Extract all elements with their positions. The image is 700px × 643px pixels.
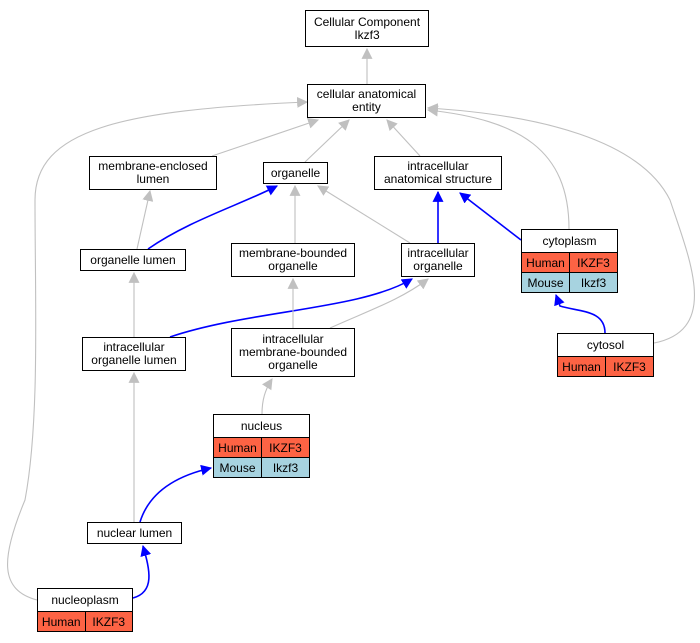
gene-symbol: IKZF3 [605,357,653,376]
node-label: nucleoplasm [51,592,119,607]
gene-symbol: Ikzf3 [569,273,617,292]
edge-organelle-to-cellular-anatomical-entity [304,119,350,163]
node-cellular-component[interactable]: Cellular Component Ikzf3 [305,10,429,47]
edge-organelle-lumen-to-organelle [147,185,278,250]
gene-symbol: Ikzf3 [261,458,309,477]
node-nuclear-lumen[interactable]: nuclear lumen [87,522,182,544]
node-intracellular-anatomical-structure[interactable]: intracellular anatomical structure [374,156,502,190]
species-row-mouse: Mouse Ikzf3 [214,457,309,477]
gene-symbol: IKZF3 [569,253,617,272]
species-name: Mouse [219,460,256,475]
species-name: Human [218,440,257,455]
node-label: intracellular membrane-bounded organelle [238,332,348,372]
edge-cytoplasm-to-intracellular-anatomical-structure [459,192,522,241]
edge-intracellular-membrane-bounded-organelle-to-intracellular-organelle [329,278,429,329]
node-label: intracellular anatomical structure [383,159,493,186]
node-organelle-lumen[interactable]: organelle lumen [80,249,186,271]
gene-symbol: IKZF3 [84,612,133,631]
node-label: organelle lumen [90,252,176,267]
node-intracellular-organelle-lumen[interactable]: intracellular organelle lumen [82,337,186,371]
node-intracellular-membrane-bounded-organelle[interactable]: intracellular membrane-bounded organelle [231,328,355,377]
node-label: membrane-bounded organelle [238,246,348,273]
node-label: cellular anatomical entity [316,87,417,114]
edge-organelle-lumen-to-membrane-enclosed-lumen [136,189,154,250]
edge-nucleus-to-intracellular-membrane-bounded-organelle [261,378,273,415]
species-name: Human [562,359,601,374]
node-label: Cellular Component Ikzf3 [313,14,421,42]
species-name: Mouse [527,275,564,290]
edge-intracellular-anatomical-structure-to-cellular-anatomical-entity [386,119,421,157]
node-label: intracellular organelle lumen [91,340,177,367]
node-intracellular-organelle[interactable]: intracellular organelle [401,243,475,277]
node-membrane-bounded-organelle[interactable]: membrane-bounded organelle [231,243,355,277]
edge-cytoplasm-to-cellular-anatomical-entity [426,105,570,230]
species-row-mouse: Mouse Ikzf3 [522,272,617,292]
species-row-human: Human IKZF3 [558,356,653,376]
node-organelle[interactable]: organelle [263,162,328,184]
edge-intracellular-organelle-to-organelle [317,185,411,244]
edge-cytosol-to-cytoplasm [554,293,606,334]
species-name: Human [41,614,81,629]
node-label: cytoplasm [542,233,597,248]
species-row-human: Human IKZF3 [214,437,309,457]
node-label: nucleus [240,418,283,433]
species-row-human: Human IKZF3 [522,252,617,272]
node-label: organelle [270,165,321,180]
node-label: cytosol [586,337,625,352]
node-cellular-anatomical-entity[interactable]: cellular anatomical entity [307,84,426,118]
edge-nucleoplasm-to-cellular-anatomical-entity [7,96,309,601]
node-label: membrane-enclosed lumen [98,159,208,186]
node-membrane-enclosed-lumen[interactable]: membrane-enclosed lumen [89,156,217,190]
edge-intracellular-organelle-lumen-to-intracellular-organelle [169,278,413,338]
gene-symbol: IKZF3 [261,438,309,457]
edge-cytosol-to-cellular-anatomical-entity [426,103,696,344]
edge-membrane-enclosed-lumen-to-cellular-anatomical-entity [211,117,320,157]
node-label: nuclear lumen [96,525,173,540]
species-name: Human [526,255,565,270]
edge-nuclear-lumen-to-nucleus [139,464,213,523]
edge-nucleoplasm-to-nuclear-lumen [132,544,152,599]
node-label: intracellular organelle [407,246,469,273]
